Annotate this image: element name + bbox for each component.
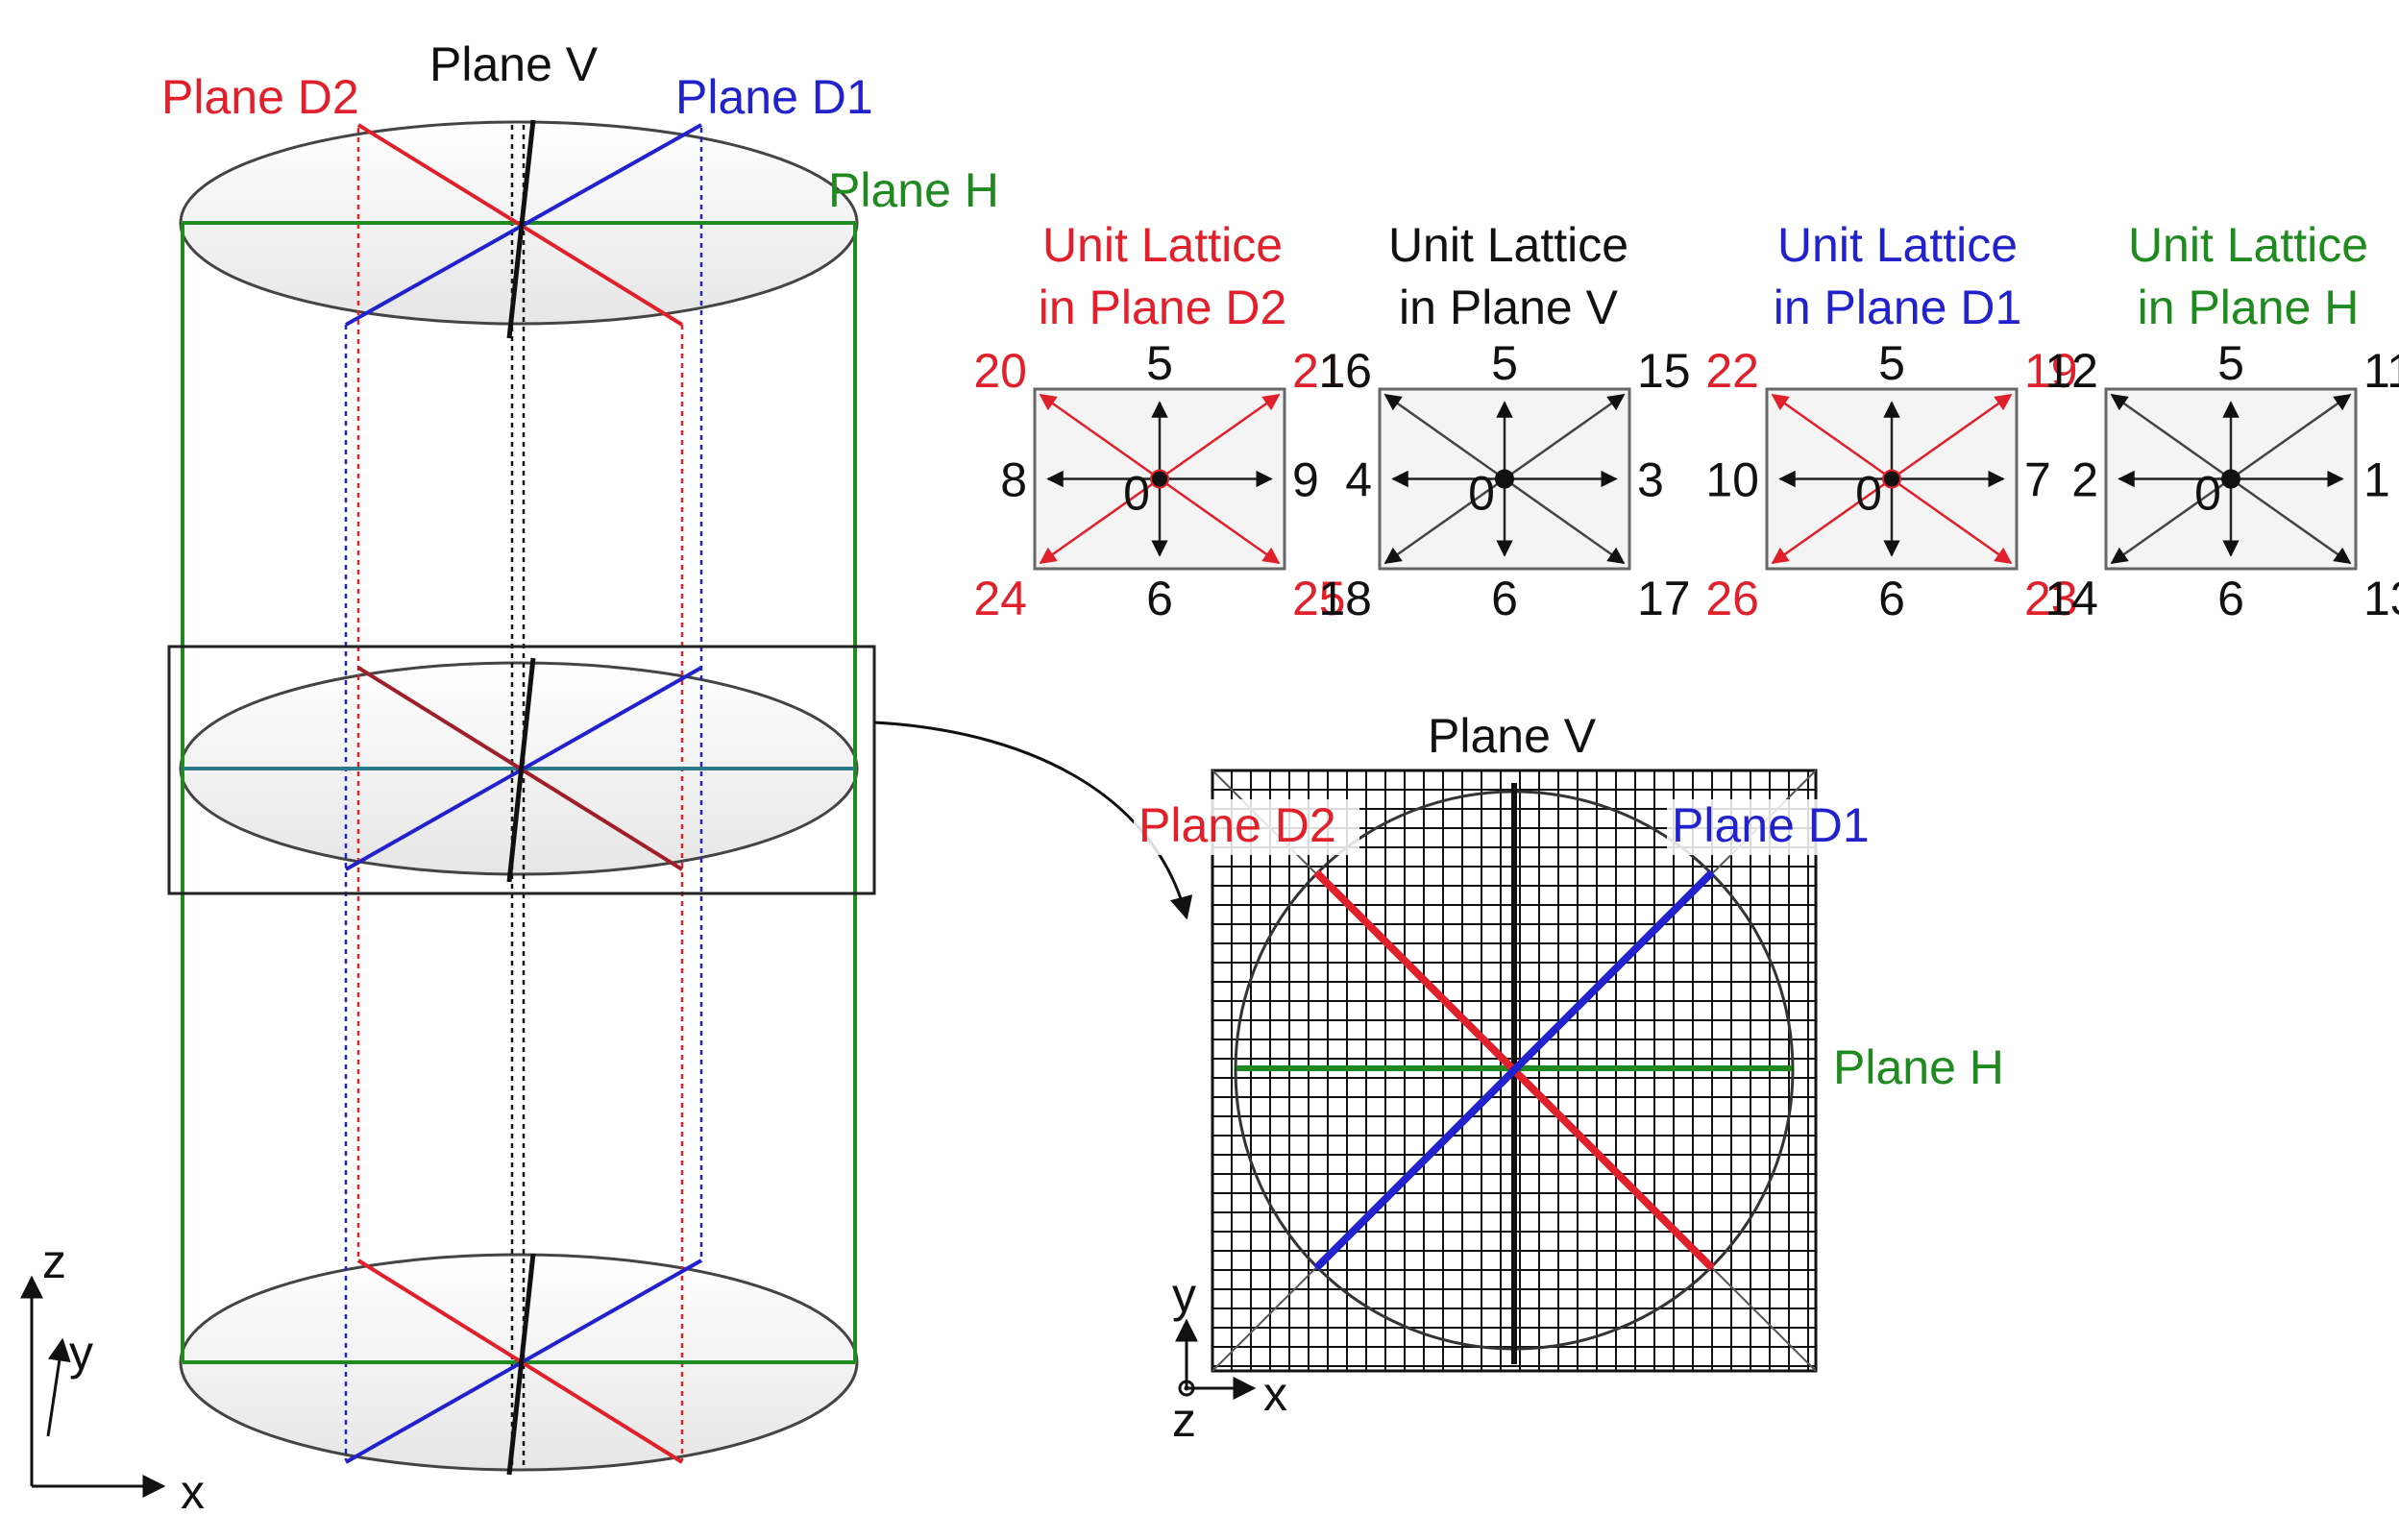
lattice-node-label-c: 0	[1123, 467, 1150, 521]
lattice-node-label-r: 3	[1637, 453, 1664, 507]
lattice-node-label-bl: 18	[1318, 572, 1372, 625]
bottom-plane-v-line	[506, 1253, 536, 1476]
section-label-plane-d1: Plane D1	[1672, 798, 1870, 852]
lattice-node-label-tr: 15	[1637, 344, 1691, 398]
section-x-label: x	[1263, 1367, 1287, 1421]
cross-section-diagram: Plane V Plane D2 Plane D1 Plane H y x z	[1134, 709, 2004, 1447]
section-z-label: z	[1172, 1393, 1196, 1447]
section-label-plane-h: Plane H	[1833, 1040, 2004, 1094]
lattice-title-line1: Unit Lattice	[1042, 218, 1283, 272]
lattice-node-label-c: 0	[1468, 467, 1495, 521]
section-z-center	[1184, 1385, 1189, 1391]
lattice-node-label-t: 5	[1146, 336, 1173, 390]
lattice-title-line2: in Plane D1	[1774, 281, 2022, 334]
lattice-node-label-b: 6	[1878, 572, 1905, 625]
lattice-node-label-tl: 20	[973, 344, 1027, 398]
lattice-node-label-tl: 12	[2044, 344, 2098, 398]
lattice-node-label-l: 2	[2071, 453, 2098, 507]
cyl-label-plane-d1: Plane D1	[675, 70, 873, 124]
label-bg-d2	[1134, 799, 1359, 855]
lattice-node-label-b: 6	[1146, 572, 1173, 625]
lattice-diagonal-arrow	[1891, 477, 2013, 565]
lattice-diagonal-arrow	[1891, 393, 2013, 480]
section-label-plane-d2: Plane D2	[1138, 798, 1336, 852]
lattice-diagonal-arrow	[1504, 477, 1626, 565]
axes-2d: y x z	[1172, 1268, 1287, 1447]
zoom-arrow	[873, 721, 1193, 920]
cyl-label-plane-h: Plane H	[828, 163, 999, 217]
lattice-diagonal-arrow	[2110, 477, 2232, 565]
lattice-node-label-br: 17	[1637, 572, 1691, 625]
lattice-node-label-r: 9	[1292, 453, 1319, 507]
lattice-diagonal-arrow	[1771, 393, 1893, 480]
axes-3d: z y x	[20, 1234, 205, 1519]
lattice-node-label-tr: 11	[2363, 344, 2399, 398]
lattice-node-label-br: 25	[1292, 572, 1346, 625]
lattice-title-line2: in Plane D2	[1039, 281, 1287, 334]
cylinder-diagram: Plane D2 Plane V Plane D1 Plane H z y x	[20, 37, 1193, 1519]
lattice-diagonal-arrow	[2110, 393, 2232, 480]
lattice-node-label-tl: 16	[1318, 344, 1372, 398]
section-label-plane-v: Plane V	[1428, 709, 1597, 763]
lattice-node-label-br: 13	[2363, 572, 2399, 625]
middle-plane-v-line	[506, 657, 536, 883]
lattice-node-label-r: 1	[2363, 453, 2390, 507]
lattice-node-label-l: 10	[1705, 453, 1759, 507]
lattice-node-label-bl: 14	[2044, 572, 2098, 625]
cyl-label-plane-d2: Plane D2	[161, 70, 359, 124]
lattice-diagonal-arrow	[1039, 477, 1161, 565]
section-plane-d1	[1313, 869, 1715, 1271]
lattice-d1: Unit Lattice in Plane D1 22 19 26 23 5 6 10 7 0	[1705, 218, 2077, 625]
lattice-node-label-bl: 24	[973, 572, 1027, 625]
lattice-diagonal-arrow	[1383, 477, 1505, 565]
lattice-diagonal-arrow	[2230, 393, 2352, 480]
section-y-label: y	[1172, 1268, 1196, 1322]
lattice-title-line2: in Plane V	[1399, 281, 1619, 334]
lattice-origin	[1150, 469, 1169, 489]
lattice-node-label-r: 7	[2024, 453, 2051, 507]
lattice-title-line1: Unit Lattice	[2128, 218, 2368, 272]
lattice-node-label-tr: 21	[1292, 344, 1346, 398]
lattice-diagonal-arrow	[1159, 393, 1281, 480]
cyl-label-plane-v: Plane V	[429, 37, 599, 91]
lattice-node-label-b: 6	[2217, 572, 2244, 625]
lattice-title-line1: Unit Lattice	[1388, 218, 1628, 272]
lattice-origin	[1495, 469, 1514, 489]
section-z-dot	[1178, 1380, 1195, 1397]
lattice-node-label-tr: 19	[2024, 344, 2078, 398]
lattice-node-label-l: 4	[1345, 453, 1372, 507]
lattice-node-label-t: 5	[1491, 336, 1518, 390]
lattice-title-line2: in Plane H	[2138, 281, 2360, 334]
lattice-diagonal-arrow	[2230, 477, 2352, 565]
lattice-diagonal-arrow	[1504, 393, 1626, 480]
lattice-origin	[1882, 469, 1901, 489]
lattice-title-line1: Unit Lattice	[1777, 218, 2018, 272]
cross-section-box	[167, 645, 876, 895]
lattice-diagonal-arrow	[1039, 393, 1161, 480]
lattice-node-label-t: 5	[1878, 336, 1905, 390]
lattice-node-label-l: 8	[1000, 453, 1027, 507]
lattice-node-label-bl: 26	[1705, 572, 1759, 625]
lattice-diagonal-arrow	[1383, 393, 1505, 480]
z-axis-label: z	[42, 1234, 66, 1288]
label-bg-d1	[1667, 799, 1893, 855]
x-axis-label: x	[181, 1465, 205, 1519]
lattice-node-label-t: 5	[2217, 336, 2244, 390]
lattice-h: Unit Lattice in Plane H 12 11 14 13 5 6 2 1 0	[2044, 218, 2399, 625]
lattice-node-label-b: 6	[1491, 572, 1518, 625]
lattice-node-label-c: 0	[1855, 467, 1882, 521]
y-axis-arrow	[46, 1337, 71, 1437]
lattice-v: Unit Lattice in Plane V 16 15 18 17 5 6 4 3 0	[1318, 218, 1690, 625]
y-axis-label: y	[69, 1326, 93, 1380]
lattice-diagonal-arrow	[1771, 477, 1893, 565]
lattice-node-label-br: 23	[2024, 572, 2078, 625]
lattice-node-label-tl: 22	[1705, 344, 1759, 398]
lattice-node-label-c: 0	[2194, 467, 2221, 521]
lattice-diagonal-arrow	[1159, 477, 1281, 565]
top-plane-v-line	[506, 119, 536, 339]
lattice-origin	[2221, 469, 2240, 489]
